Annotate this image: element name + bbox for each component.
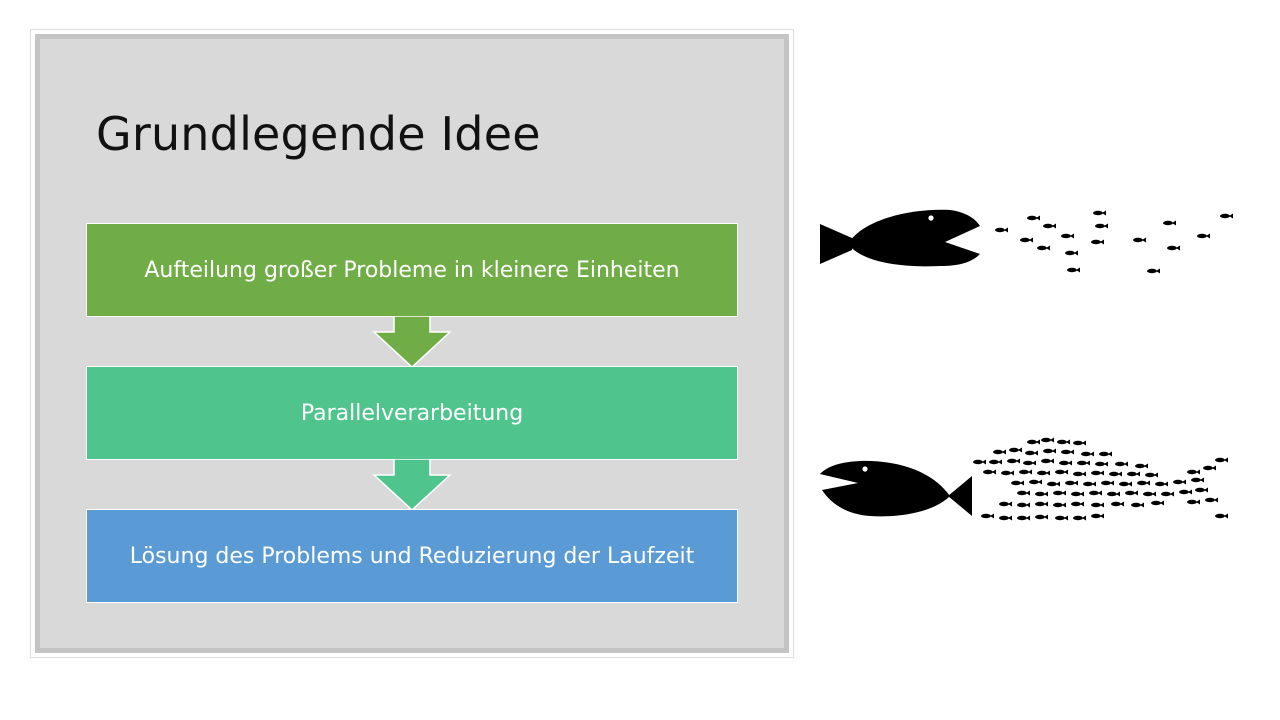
flow-step-parallel: Parallelverarbeitung [86, 366, 738, 460]
flow-step-label: Lösung des Problems und Reduzierung der … [129, 543, 695, 569]
small-fish-group-icon [995, 210, 1233, 274]
flow-step-label: Aufteilung großer Probleme in kleinere E… [144, 257, 680, 283]
fish-illustration [820, 209, 1233, 521]
down-arrow-icon [372, 459, 452, 511]
flow-step-divide: Aufteilung großer Probleme in kleinere E… [86, 223, 738, 317]
flow-step-label: Parallelverarbeitung [300, 400, 524, 426]
flow-step-solution: Lösung des Problems und Reduzierung der … [86, 509, 738, 603]
slide-title: Grundlegende Idee [96, 107, 541, 161]
down-arrow-icon [372, 316, 452, 368]
big-fish-icon [820, 460, 972, 517]
fish-school-icon [973, 437, 1228, 521]
big-fish-icon [820, 209, 980, 267]
